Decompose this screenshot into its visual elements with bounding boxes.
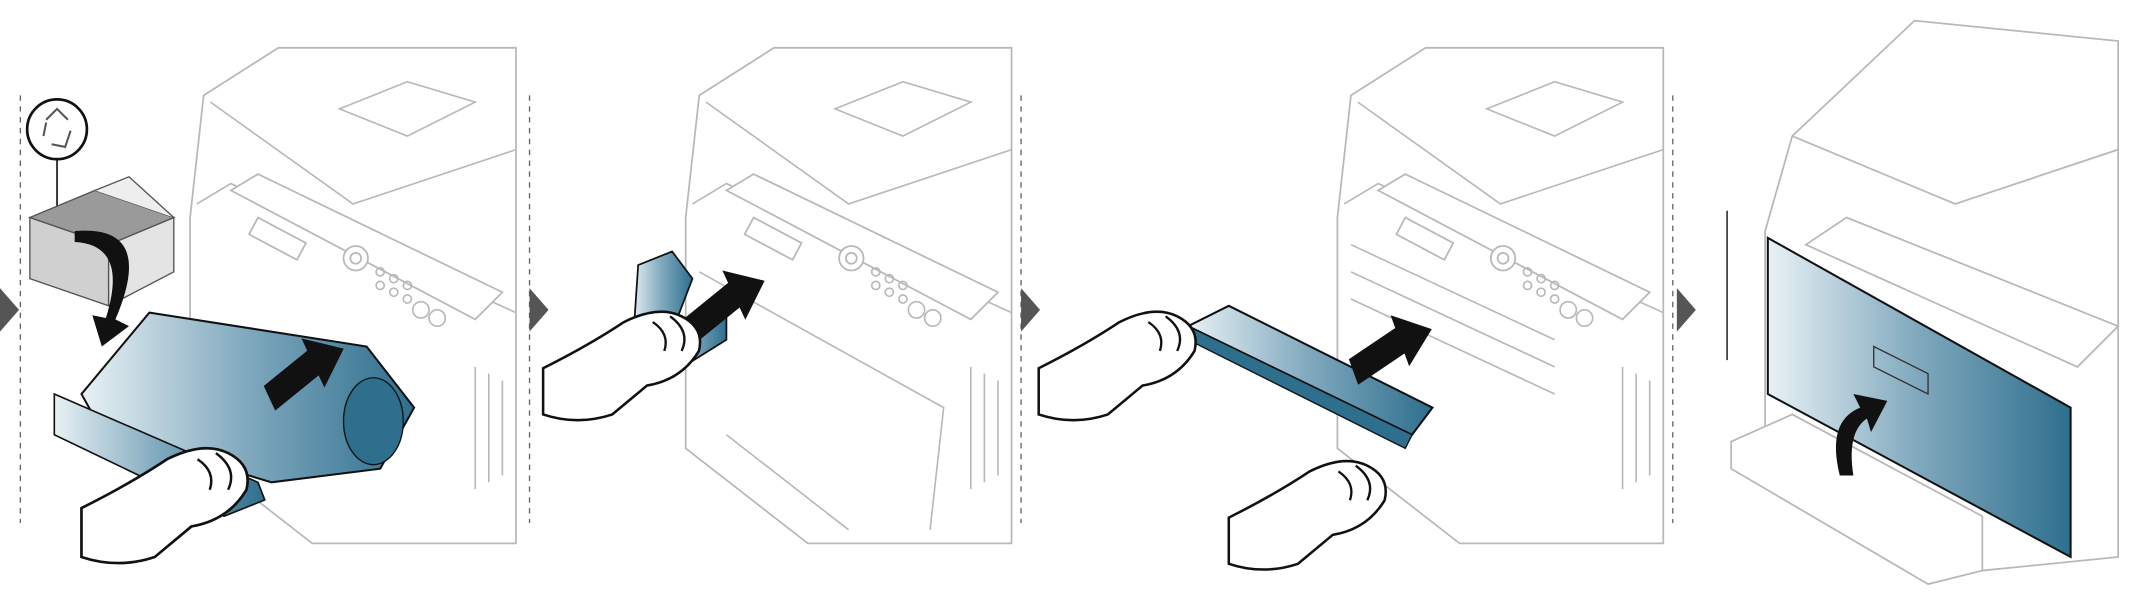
close-arrow-icon [1835, 394, 1888, 476]
step-1-panel [25, 46, 517, 565]
step-marker-icon [529, 288, 549, 332]
recycle-icon [25, 98, 89, 245]
step-marker-icon [1676, 288, 1696, 332]
hand-icon [1227, 459, 1388, 571]
step-marker-icon [1021, 288, 1041, 332]
step-2-panel [541, 46, 1013, 545]
hand-icon [80, 446, 250, 565]
step-marker-icon [0, 288, 20, 332]
step-4-panel [1726, 19, 2120, 586]
curved-arrow-icon [74, 230, 129, 347]
hand-icon [541, 310, 702, 422]
front-cover-icon [1766, 236, 2072, 559]
step-3-panel [1037, 46, 1665, 571]
imaging-unit-icon [1185, 304, 1435, 450]
hand-icon [1037, 310, 1197, 422]
